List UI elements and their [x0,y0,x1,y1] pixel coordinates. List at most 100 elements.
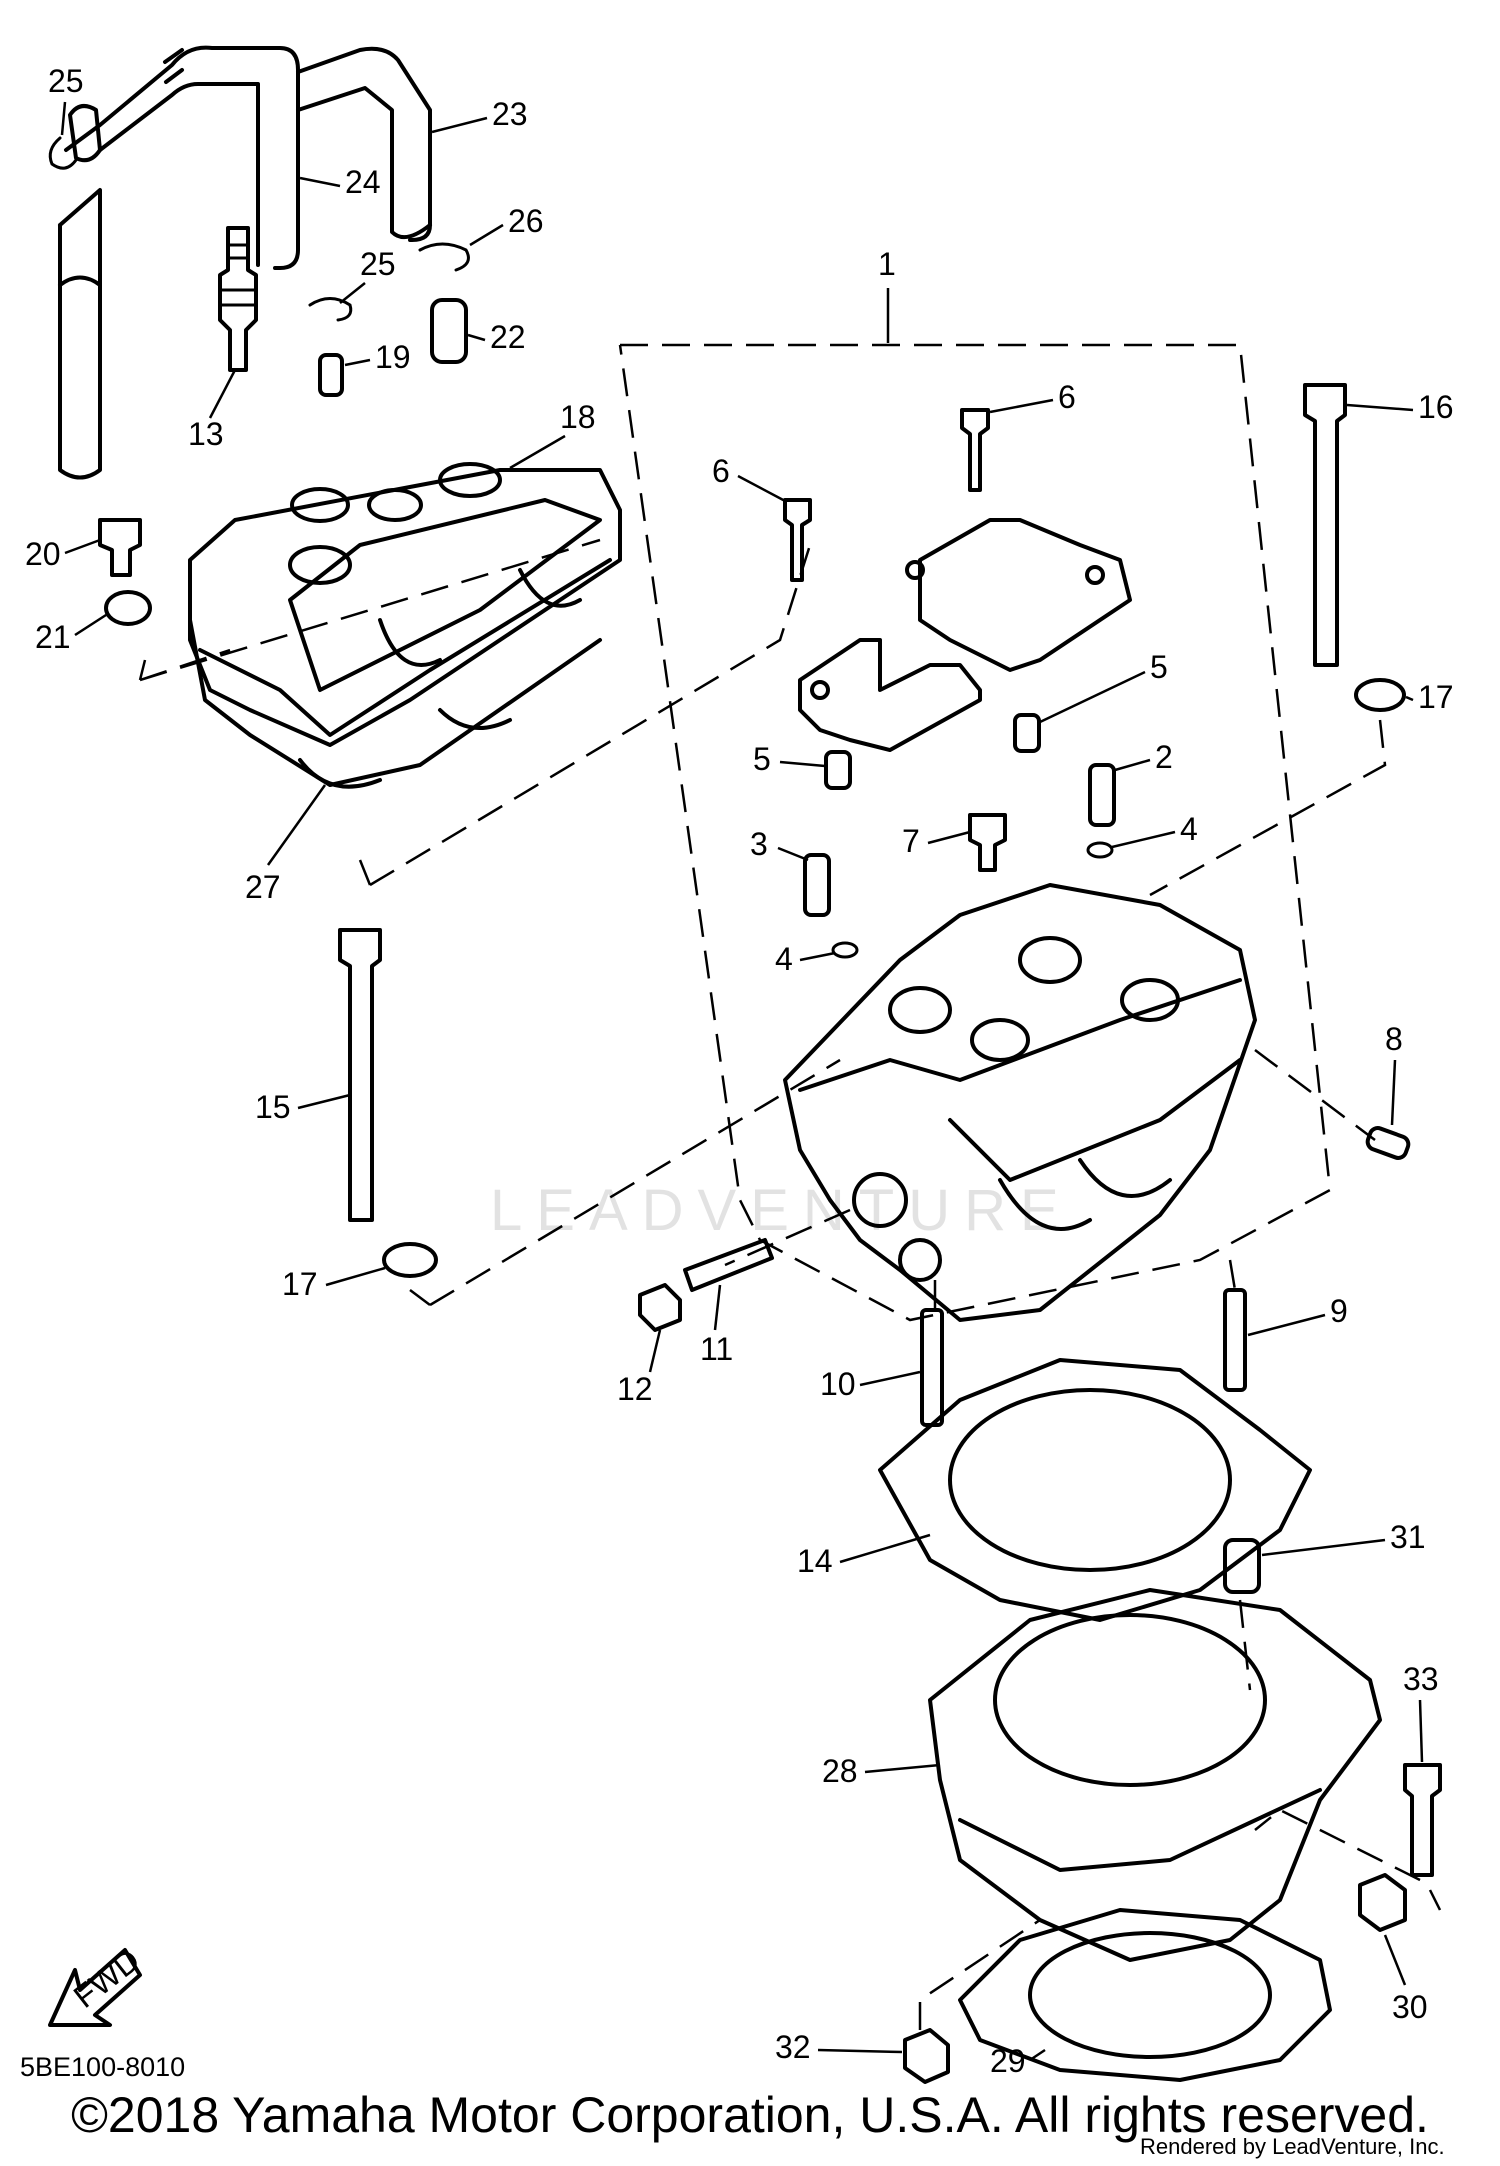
dowel-5a [824,750,852,790]
svg-text:5: 5 [753,741,771,777]
svg-text:4: 4 [1180,811,1198,847]
callout-28: 28 [822,1753,941,1789]
svg-text:9: 9 [1330,1293,1348,1329]
svg-text:31: 31 [1390,1519,1426,1555]
cylinder [928,1588,1382,1962]
callout-21: 21 [35,613,107,655]
base-gasket [958,1908,1332,2082]
svg-text:12: 12 [617,1371,653,1407]
nut-32 [903,2028,950,2084]
cap-bolt-6b [960,408,990,492]
head-cover [188,462,622,789]
cap-bolt-6a [783,498,812,582]
bolt-33 [1403,1763,1442,1877]
breather-hoses [48,45,470,480]
svg-text:6: 6 [1058,379,1076,415]
svg-text:19: 19 [375,339,411,375]
callout-11: 11 [700,1284,733,1367]
callout-18: 18 [509,399,596,470]
svg-text:14: 14 [797,1543,833,1579]
svg-text:5: 5 [1150,649,1168,685]
svg-text:2: 2 [1155,739,1173,775]
svg-text:23: 23 [492,96,528,132]
svg-text:25: 25 [48,63,84,99]
callout-4a: 4 [1111,811,1198,849]
svg-text:8: 8 [1385,1021,1403,1057]
washer-17b [1354,678,1406,712]
callout-22: 22 [467,319,526,355]
callout-1: 1 [878,246,896,343]
plug-3 [803,853,831,917]
callout-17b: 17 [1405,679,1454,715]
svg-text:22: 22 [490,319,526,355]
callout-27: 27 [245,784,327,905]
callout-13: 13 [188,369,237,452]
nut-12 [638,1283,682,1332]
svg-text:20: 20 [25,536,61,572]
callout-4b: 4 [775,941,836,977]
svg-text:18: 18 [560,399,596,435]
watermark: LEADVENTURE [490,1178,1073,1243]
callout-17a: 17 [282,1266,386,1302]
svg-text:32: 32 [775,2029,811,2065]
dowel-8 [1365,1126,1411,1160]
o-ring-4b [831,941,859,959]
svg-text:27: 27 [245,869,281,905]
callout-24: 24 [299,164,381,200]
svg-text:13: 13 [188,416,224,452]
cylinder-head [783,883,1257,1322]
callout-8: 8 [1385,1021,1403,1126]
bolt-16 [1303,383,1347,667]
dowel-19 [318,353,344,397]
copyright-notice: ©2018 Yamaha Motor Corporation, U.S.A. A… [71,2087,1429,2143]
bolt-15 [338,928,382,1222]
stud-9 [1223,1288,1247,1392]
dowel-5b [1013,713,1041,753]
callout-25b: 25 [339,246,396,304]
fwd-arrow-icon: FWD [48,1942,146,2027]
dowel-31 [1223,1538,1261,1594]
callout-16: 16 [1346,389,1454,425]
camshaft-caps [798,518,1132,752]
plug-2 [1088,763,1116,827]
callout-10: 10 [820,1366,921,1402]
callout-31: 31 [1261,1519,1426,1557]
callout-14: 14 [797,1533,931,1579]
stud-10 [920,1308,944,1427]
rendered-by-credit: Rendered by LeadVenture, Inc. [1140,2134,1445,2159]
svg-text:24: 24 [345,164,381,200]
bolt-20 [98,518,142,577]
callout-20: 20 [25,536,101,572]
callout-32: 32 [775,2029,903,2065]
guide-lines [138,538,1442,2030]
svg-text:17: 17 [282,1266,318,1302]
callout-3: 3 [750,826,809,862]
callout-23: 23 [431,96,528,134]
svg-text:26: 26 [508,203,544,239]
svg-text:16: 16 [1418,389,1454,425]
svg-text:11: 11 [700,1331,733,1367]
collar-22 [430,298,468,364]
svg-text:25: 25 [360,246,396,282]
svg-text:4: 4 [775,941,793,977]
callout-7: 7 [902,823,971,859]
svg-text:10: 10 [820,1366,856,1402]
svg-text:29: 29 [990,2043,1026,2079]
o-ring-4a [1086,841,1114,859]
callout-5a: 5 [753,741,826,777]
stud-11 [683,1238,774,1292]
diagram-code: 5BE100-8010 [20,2052,186,2082]
callout-6b: 6 [989,379,1076,415]
washer-21 [104,590,152,626]
svg-text:21: 21 [35,619,71,655]
callout-26: 26 [469,203,544,247]
svg-text:17: 17 [1418,679,1454,715]
callout-33: 33 [1403,1661,1439,1763]
callout-30: 30 [1383,1934,1428,2025]
svg-text:28: 28 [822,1753,858,1789]
svg-text:1: 1 [878,246,896,282]
callout-19: 19 [344,339,411,375]
callout-6a: 6 [712,453,788,504]
svg-text:6: 6 [712,453,730,489]
